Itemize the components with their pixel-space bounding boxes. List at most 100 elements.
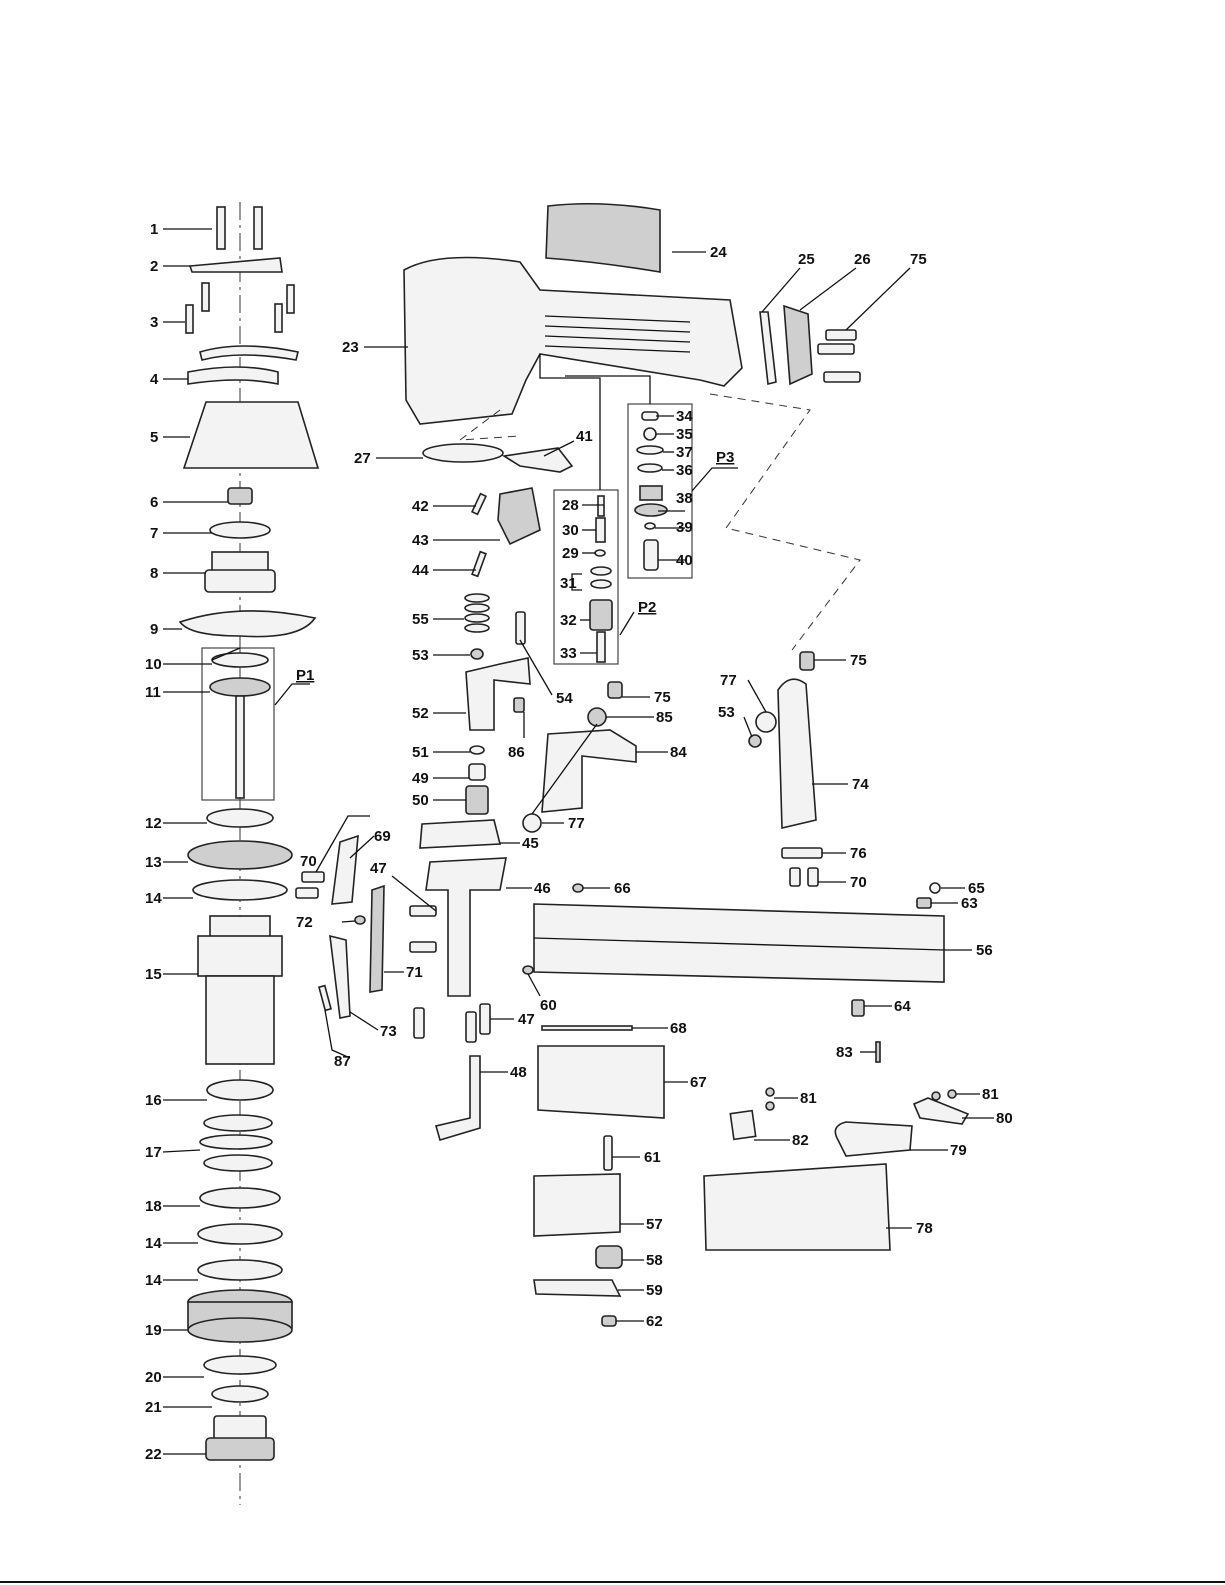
part-label: 38 bbox=[676, 490, 693, 507]
part-label: 84 bbox=[670, 744, 687, 761]
part-71-door bbox=[370, 886, 384, 992]
part-label: 33 bbox=[560, 645, 577, 662]
part-16-ring bbox=[207, 1080, 273, 1100]
group-label-p3: P3 bbox=[716, 449, 734, 466]
part-label: 70 bbox=[850, 874, 867, 891]
part-label: 75 bbox=[910, 251, 927, 268]
part-68-rod bbox=[542, 1026, 632, 1030]
part-label: 73 bbox=[380, 1023, 397, 1040]
part-60-nut bbox=[523, 966, 533, 974]
part-label: 17 bbox=[145, 1144, 162, 1161]
part-label: 86 bbox=[508, 744, 525, 761]
part-label: 16 bbox=[145, 1092, 162, 1109]
part-label: 14 bbox=[145, 1235, 162, 1252]
part-label: 54 bbox=[556, 690, 573, 707]
part-33-pin bbox=[597, 632, 605, 662]
part-11-piston-driver bbox=[210, 678, 270, 798]
part-label: 52 bbox=[412, 705, 429, 722]
part-7-washer bbox=[210, 522, 270, 538]
part-53-nut bbox=[471, 649, 483, 659]
part-32-valve-body bbox=[590, 600, 612, 630]
part-26-end-cap bbox=[784, 306, 812, 384]
part-40-plunger bbox=[644, 540, 658, 570]
dash-housing-to-74 bbox=[710, 394, 860, 650]
part-61-pin bbox=[604, 1136, 612, 1170]
part-label: 53 bbox=[412, 647, 429, 664]
part-label: 43 bbox=[412, 532, 429, 549]
part-label: 49 bbox=[412, 770, 429, 787]
part-25-gasket bbox=[760, 312, 776, 384]
part-14-oring-b bbox=[198, 1224, 282, 1244]
part-75-screw-c bbox=[800, 652, 814, 670]
part-label: 53 bbox=[718, 704, 735, 721]
part-85-nut bbox=[588, 708, 606, 726]
part-5-cap bbox=[184, 402, 318, 468]
part-59-lever bbox=[534, 1280, 620, 1296]
part-label: 2 bbox=[150, 258, 158, 275]
part-76-plate bbox=[782, 848, 822, 858]
part-label: 69 bbox=[374, 828, 391, 845]
part-66-nut bbox=[573, 884, 583, 892]
part-70-screws-b bbox=[790, 868, 818, 886]
part-label: 25 bbox=[798, 251, 815, 268]
part-label: 13 bbox=[145, 854, 162, 871]
part-label: 32 bbox=[560, 612, 577, 629]
part-label: 80 bbox=[996, 1110, 1013, 1127]
part-10-oring bbox=[212, 653, 268, 667]
part-label: 19 bbox=[145, 1322, 162, 1339]
part-9-gasket bbox=[180, 611, 315, 637]
part-49-adjuster bbox=[469, 764, 485, 780]
group-label-p2: P2 bbox=[638, 599, 656, 616]
part-label: 47 bbox=[370, 860, 387, 877]
part-label: 75 bbox=[850, 652, 867, 669]
part-label: 9 bbox=[150, 621, 158, 638]
part-75-screw-b bbox=[608, 682, 622, 698]
part-label: 46 bbox=[534, 880, 551, 897]
part-77-washer-b bbox=[756, 712, 776, 732]
part-37-clip bbox=[637, 446, 663, 454]
part-label: 24 bbox=[710, 244, 727, 261]
part-label: 42 bbox=[412, 498, 429, 515]
part-75-end-cap-screws bbox=[818, 330, 860, 382]
part-46-nose bbox=[426, 858, 506, 996]
part-35-ball bbox=[644, 428, 656, 440]
part-label: 45 bbox=[522, 835, 539, 852]
part-50-knob bbox=[466, 786, 488, 814]
part-label: 76 bbox=[850, 845, 867, 862]
part-31-orings bbox=[591, 567, 611, 588]
part-label: 6 bbox=[150, 494, 158, 511]
part-28-spring bbox=[598, 496, 604, 516]
part-label: 60 bbox=[540, 997, 557, 1014]
part-63-spring bbox=[917, 898, 931, 908]
part-label: 55 bbox=[412, 611, 429, 628]
part-label: 20 bbox=[145, 1369, 162, 1386]
part-label: 30 bbox=[562, 522, 579, 539]
part-label: 48 bbox=[510, 1064, 527, 1081]
part-label: 4 bbox=[150, 371, 159, 388]
part-56-magazine bbox=[534, 904, 944, 982]
part-label: 66 bbox=[614, 880, 631, 897]
part-51-clip bbox=[470, 746, 484, 754]
part-label: 3 bbox=[150, 314, 158, 331]
part-label: 8 bbox=[150, 565, 158, 582]
page-bottom-rule bbox=[0, 1581, 1225, 1583]
part-label: 5 bbox=[150, 429, 158, 446]
part-84-exhaust-deflector bbox=[542, 730, 636, 812]
part-82-plate bbox=[730, 1111, 755, 1140]
part-2-plate bbox=[190, 258, 282, 272]
part-label: 22 bbox=[145, 1446, 162, 1463]
part-label: 18 bbox=[145, 1198, 162, 1215]
part-22-end-cap bbox=[206, 1416, 274, 1460]
part-label: 39 bbox=[676, 519, 693, 536]
part-27-oring bbox=[423, 444, 503, 462]
part-label: 10 bbox=[145, 656, 162, 673]
part-label: 31 bbox=[560, 575, 577, 592]
part-21-disc bbox=[212, 1386, 268, 1402]
part-86-spacer bbox=[514, 698, 524, 712]
part-label: 40 bbox=[676, 552, 693, 569]
part-label: 64 bbox=[894, 998, 911, 1015]
part-52-contact-arm bbox=[466, 658, 530, 730]
part-64-screw bbox=[852, 1000, 864, 1016]
part-label: 11 bbox=[145, 684, 161, 701]
